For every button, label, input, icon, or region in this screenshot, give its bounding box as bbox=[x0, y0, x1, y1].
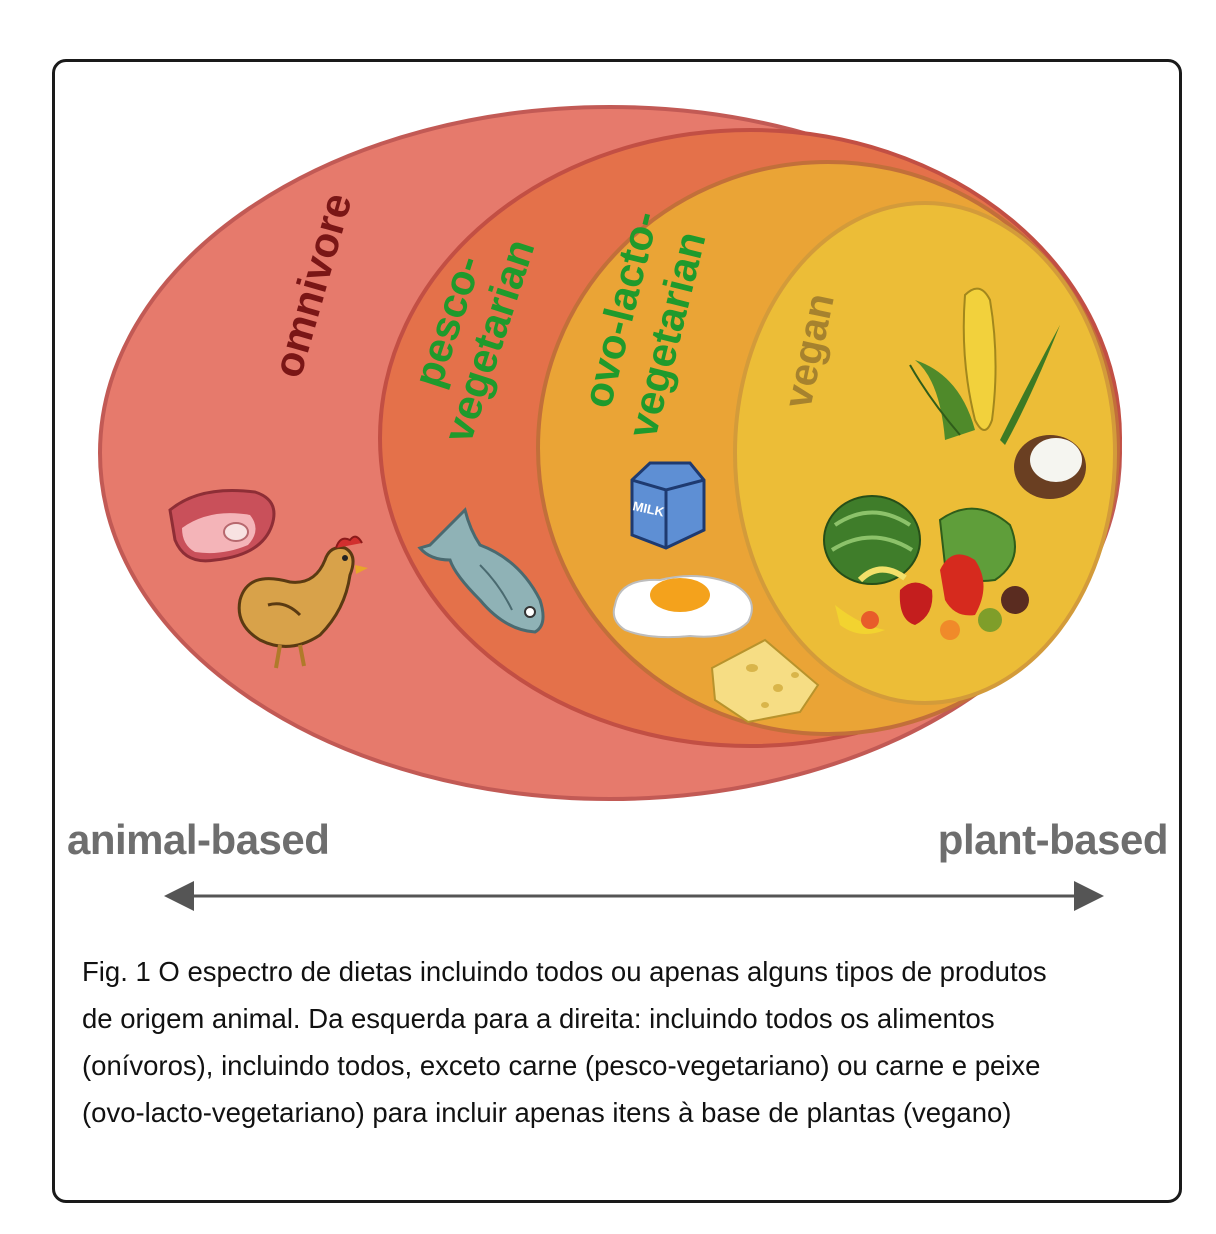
coconut-icon bbox=[1014, 435, 1086, 499]
fruit-vegetable-pile-icon bbox=[823, 495, 1029, 640]
vegan-ellipse bbox=[733, 201, 1117, 705]
plant-based-label: plant-based bbox=[937, 816, 1169, 863]
animal-based-label: animal-based bbox=[67, 816, 330, 863]
meat-icon bbox=[168, 488, 276, 563]
fried-egg-icon bbox=[612, 575, 753, 639]
corn-icon bbox=[909, 287, 1060, 445]
milk-carton-label: MILK bbox=[631, 498, 666, 519]
caption-line: (ovo-lacto-vegetariano) para incluir ape… bbox=[82, 1097, 1012, 1128]
caption-line: (onívoros), incluindo todos, exceto carn… bbox=[82, 1050, 1041, 1081]
chicken-icon bbox=[237, 535, 368, 669]
fish-icon bbox=[417, 507, 545, 634]
milk-carton-icon: MILK bbox=[630, 461, 706, 550]
caption-line: Fig. 1 O espectro de dietas incluindo to… bbox=[82, 956, 1047, 987]
caption-line: de origem animal. Da esquerda para a dir… bbox=[82, 1003, 995, 1034]
figure-caption: Fig. 1 O espectro de dietas incluindo to… bbox=[82, 948, 1162, 1136]
cheese-icon bbox=[710, 638, 820, 724]
